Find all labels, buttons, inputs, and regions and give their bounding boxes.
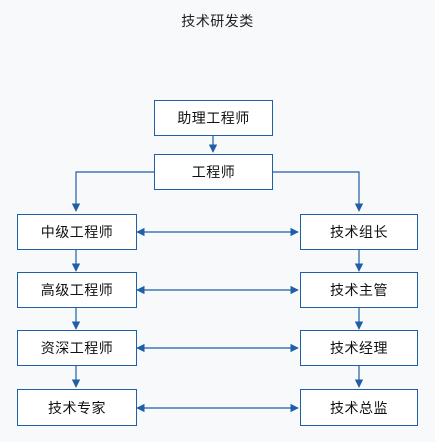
node-label: 资深工程师 — [40, 341, 114, 357]
node-team-lead: 技术组长 — [300, 214, 418, 250]
node-tech-manager: 技术经理 — [300, 330, 418, 366]
node-tech-director: 技术总监 — [300, 389, 418, 426]
node-tech-supervisor: 技术主管 — [300, 272, 418, 308]
node-label: 技术主管 — [330, 283, 388, 299]
node-label: 技术组长 — [330, 225, 388, 241]
arrow-engineer-to-teamlead — [273, 171, 364, 212]
node-mid-engineer: 中级工程师 — [17, 214, 137, 250]
node-label: 中级工程师 — [40, 225, 114, 241]
node-engineer: 工程师 — [154, 154, 273, 190]
node-assistant-engineer: 助理工程师 — [154, 100, 273, 136]
node-senior-engineer: 高级工程师 — [17, 272, 137, 308]
node-label: 技术专家 — [48, 400, 106, 417]
node-label: 工程师 — [191, 165, 236, 181]
node-tech-expert: 技术专家 — [17, 389, 137, 426]
arrow-engineer-to-mid — [71, 171, 155, 212]
diagram-title: 技术研发类 — [181, 14, 254, 30]
node-principal-engineer: 资深工程师 — [17, 330, 137, 366]
node-label: 高级工程师 — [40, 283, 114, 299]
node-label: 技术经理 — [330, 341, 388, 357]
node-label: 技术总监 — [330, 400, 388, 417]
node-label: 助理工程师 — [177, 111, 250, 127]
